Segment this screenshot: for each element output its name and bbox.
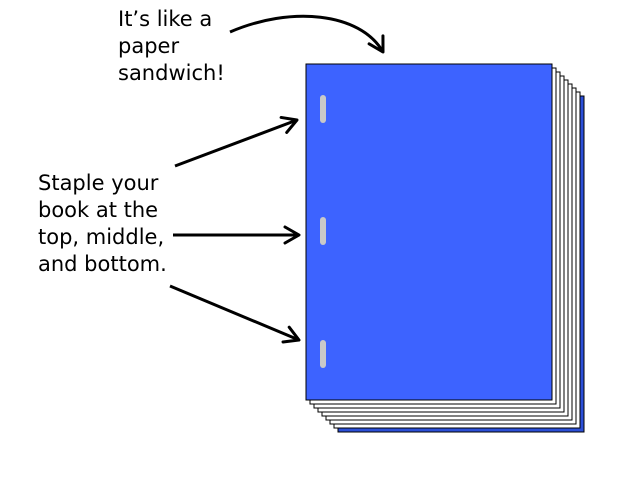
staple (320, 217, 326, 245)
staple-instructions-line: Staple your (38, 171, 159, 195)
front-cover (305, 63, 553, 401)
staple-instructions-line: and bottom. (38, 252, 167, 276)
arrows (169, 14, 385, 344)
staple (320, 340, 326, 368)
staple-instructions-line: top, middle, (38, 225, 165, 249)
sandwich-caption: It’s like a paper sandwich! (118, 6, 225, 87)
staple-instructions: Staple your book at the top, middle, and… (38, 170, 167, 278)
front-cover-group (305, 63, 553, 401)
staple (320, 95, 326, 123)
sandwich-caption-line: paper (118, 34, 180, 58)
arrow-to-sandwich (229, 14, 385, 54)
sandwich-caption-line: It’s like a (118, 7, 213, 31)
staples (320, 95, 326, 368)
staple-instructions-line: book at the (38, 198, 159, 222)
arrow-to-top-staple (174, 115, 299, 168)
sandwich-caption-line: sandwich! (118, 61, 225, 85)
arrow-to-bottom-staple (169, 284, 301, 344)
